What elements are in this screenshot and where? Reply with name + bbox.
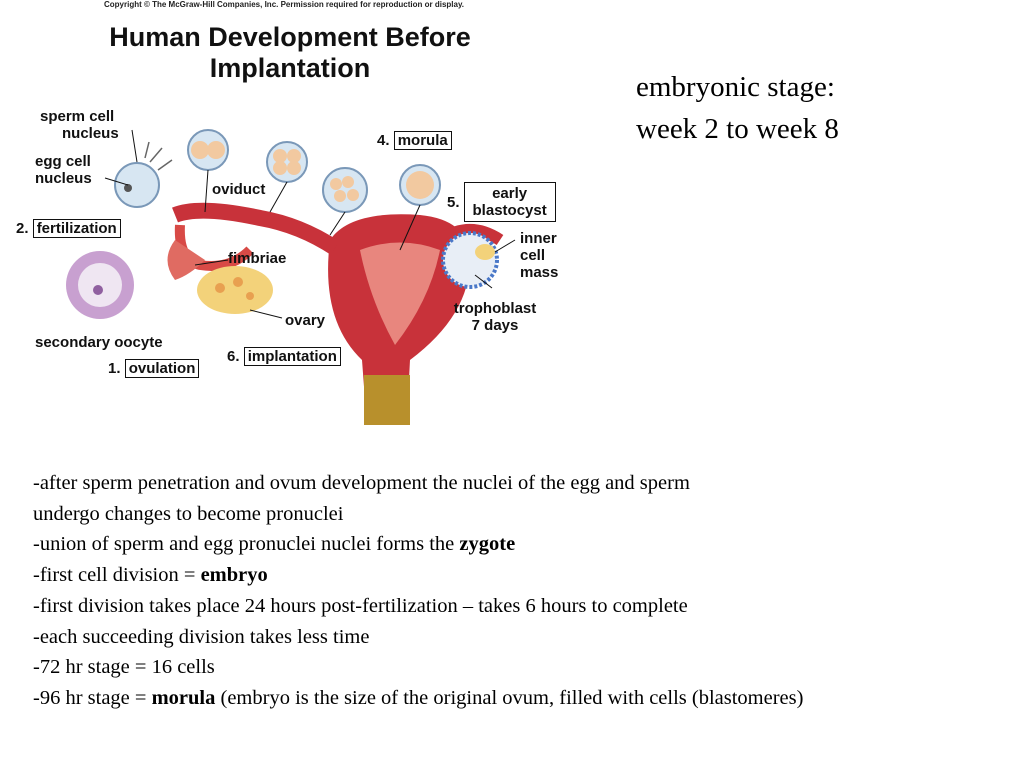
stage-note-line2: week 2 to week 8 (636, 113, 839, 145)
fimbriae-label: fimbriae (228, 250, 287, 267)
note-line-1: -after sperm penetration and ovum develo… (33, 472, 690, 494)
fertilization-egg-shape (114, 162, 160, 208)
figure-title: Human Development Before Implantation (60, 22, 520, 84)
oviduct-tube (172, 202, 340, 255)
step-ovulation-box: ovulation (124, 359, 200, 378)
step-early-blastocyst-box: early blastocyst (463, 182, 556, 222)
note-line-6: -each succeeding division takes less tim… (33, 625, 370, 648)
step-fertilization-box: fertilization (32, 219, 121, 238)
reproductive-tract-illustration (66, 129, 516, 425)
note-line-7: -72 hr stage = 16 cells (33, 656, 215, 679)
step-implantation-box: implantation (243, 347, 341, 366)
oviduct-label: oviduct (212, 181, 266, 198)
step-early-blastocyst: 5. early blastocyst (447, 182, 556, 222)
zygote-term: zygote (459, 533, 516, 556)
fimbriae-shape (167, 240, 205, 280)
uterus-cavity (360, 242, 440, 345)
step-morula-box: morula (393, 131, 452, 150)
note-line-2: undergo changes to become pronuclei (33, 502, 344, 525)
four-cell-stage (266, 141, 308, 183)
copyright-notice: Copyright © The McGraw-Hill Companies, I… (104, 0, 465, 9)
body-notes: -after sperm penetration and ovum develo… (33, 468, 1013, 714)
egg-nucleus-label: egg cell nucleus (35, 153, 92, 187)
blastocyst-shape (441, 231, 499, 289)
step-morula: 4. morula (377, 131, 452, 150)
ovary-shape (197, 266, 273, 314)
note-line-5: -first division takes place 24 hours pos… (33, 594, 688, 617)
step-ovulation: 1. ovulation (108, 359, 200, 378)
note-line-4: -first cell division = embryo (33, 564, 268, 587)
eight-cell-stage (322, 167, 368, 213)
step-fertilization: 2. fertilization (16, 219, 121, 238)
morula-term: morula (151, 686, 216, 709)
embryo-term: embryo (200, 564, 268, 587)
step-implantation: 6. implantation (227, 347, 341, 366)
oviduct-lower (174, 224, 254, 271)
right-tube (436, 224, 504, 246)
ovary-label: ovary (285, 312, 326, 329)
note-line-3: -union of sperm and egg pronuclei nuclei… (33, 533, 516, 556)
stage-note-line1: embryonic stage: (636, 71, 835, 103)
implantation-diagram: sperm cell nucleus egg cell nucleus ovid… (0, 100, 620, 430)
embryonic-stage-note: embryonic stage: week 2 to week 8 (636, 66, 839, 150)
sperm-nucleus-label: sperm cell nucleus (40, 108, 119, 142)
figure-title-line1: Human Development Before (109, 22, 471, 52)
secondary-oocyte-label: secondary oocyte (35, 334, 163, 351)
note-line-8: -96 hr stage = morula (embryo is the siz… (33, 686, 804, 709)
vagina-shape (364, 375, 410, 425)
inner-cell-mass-label: inner cell mass (520, 230, 559, 281)
trophoblast-label: trophoblast 7 days (453, 300, 537, 334)
figure-title-line2: Implantation (209, 53, 371, 83)
